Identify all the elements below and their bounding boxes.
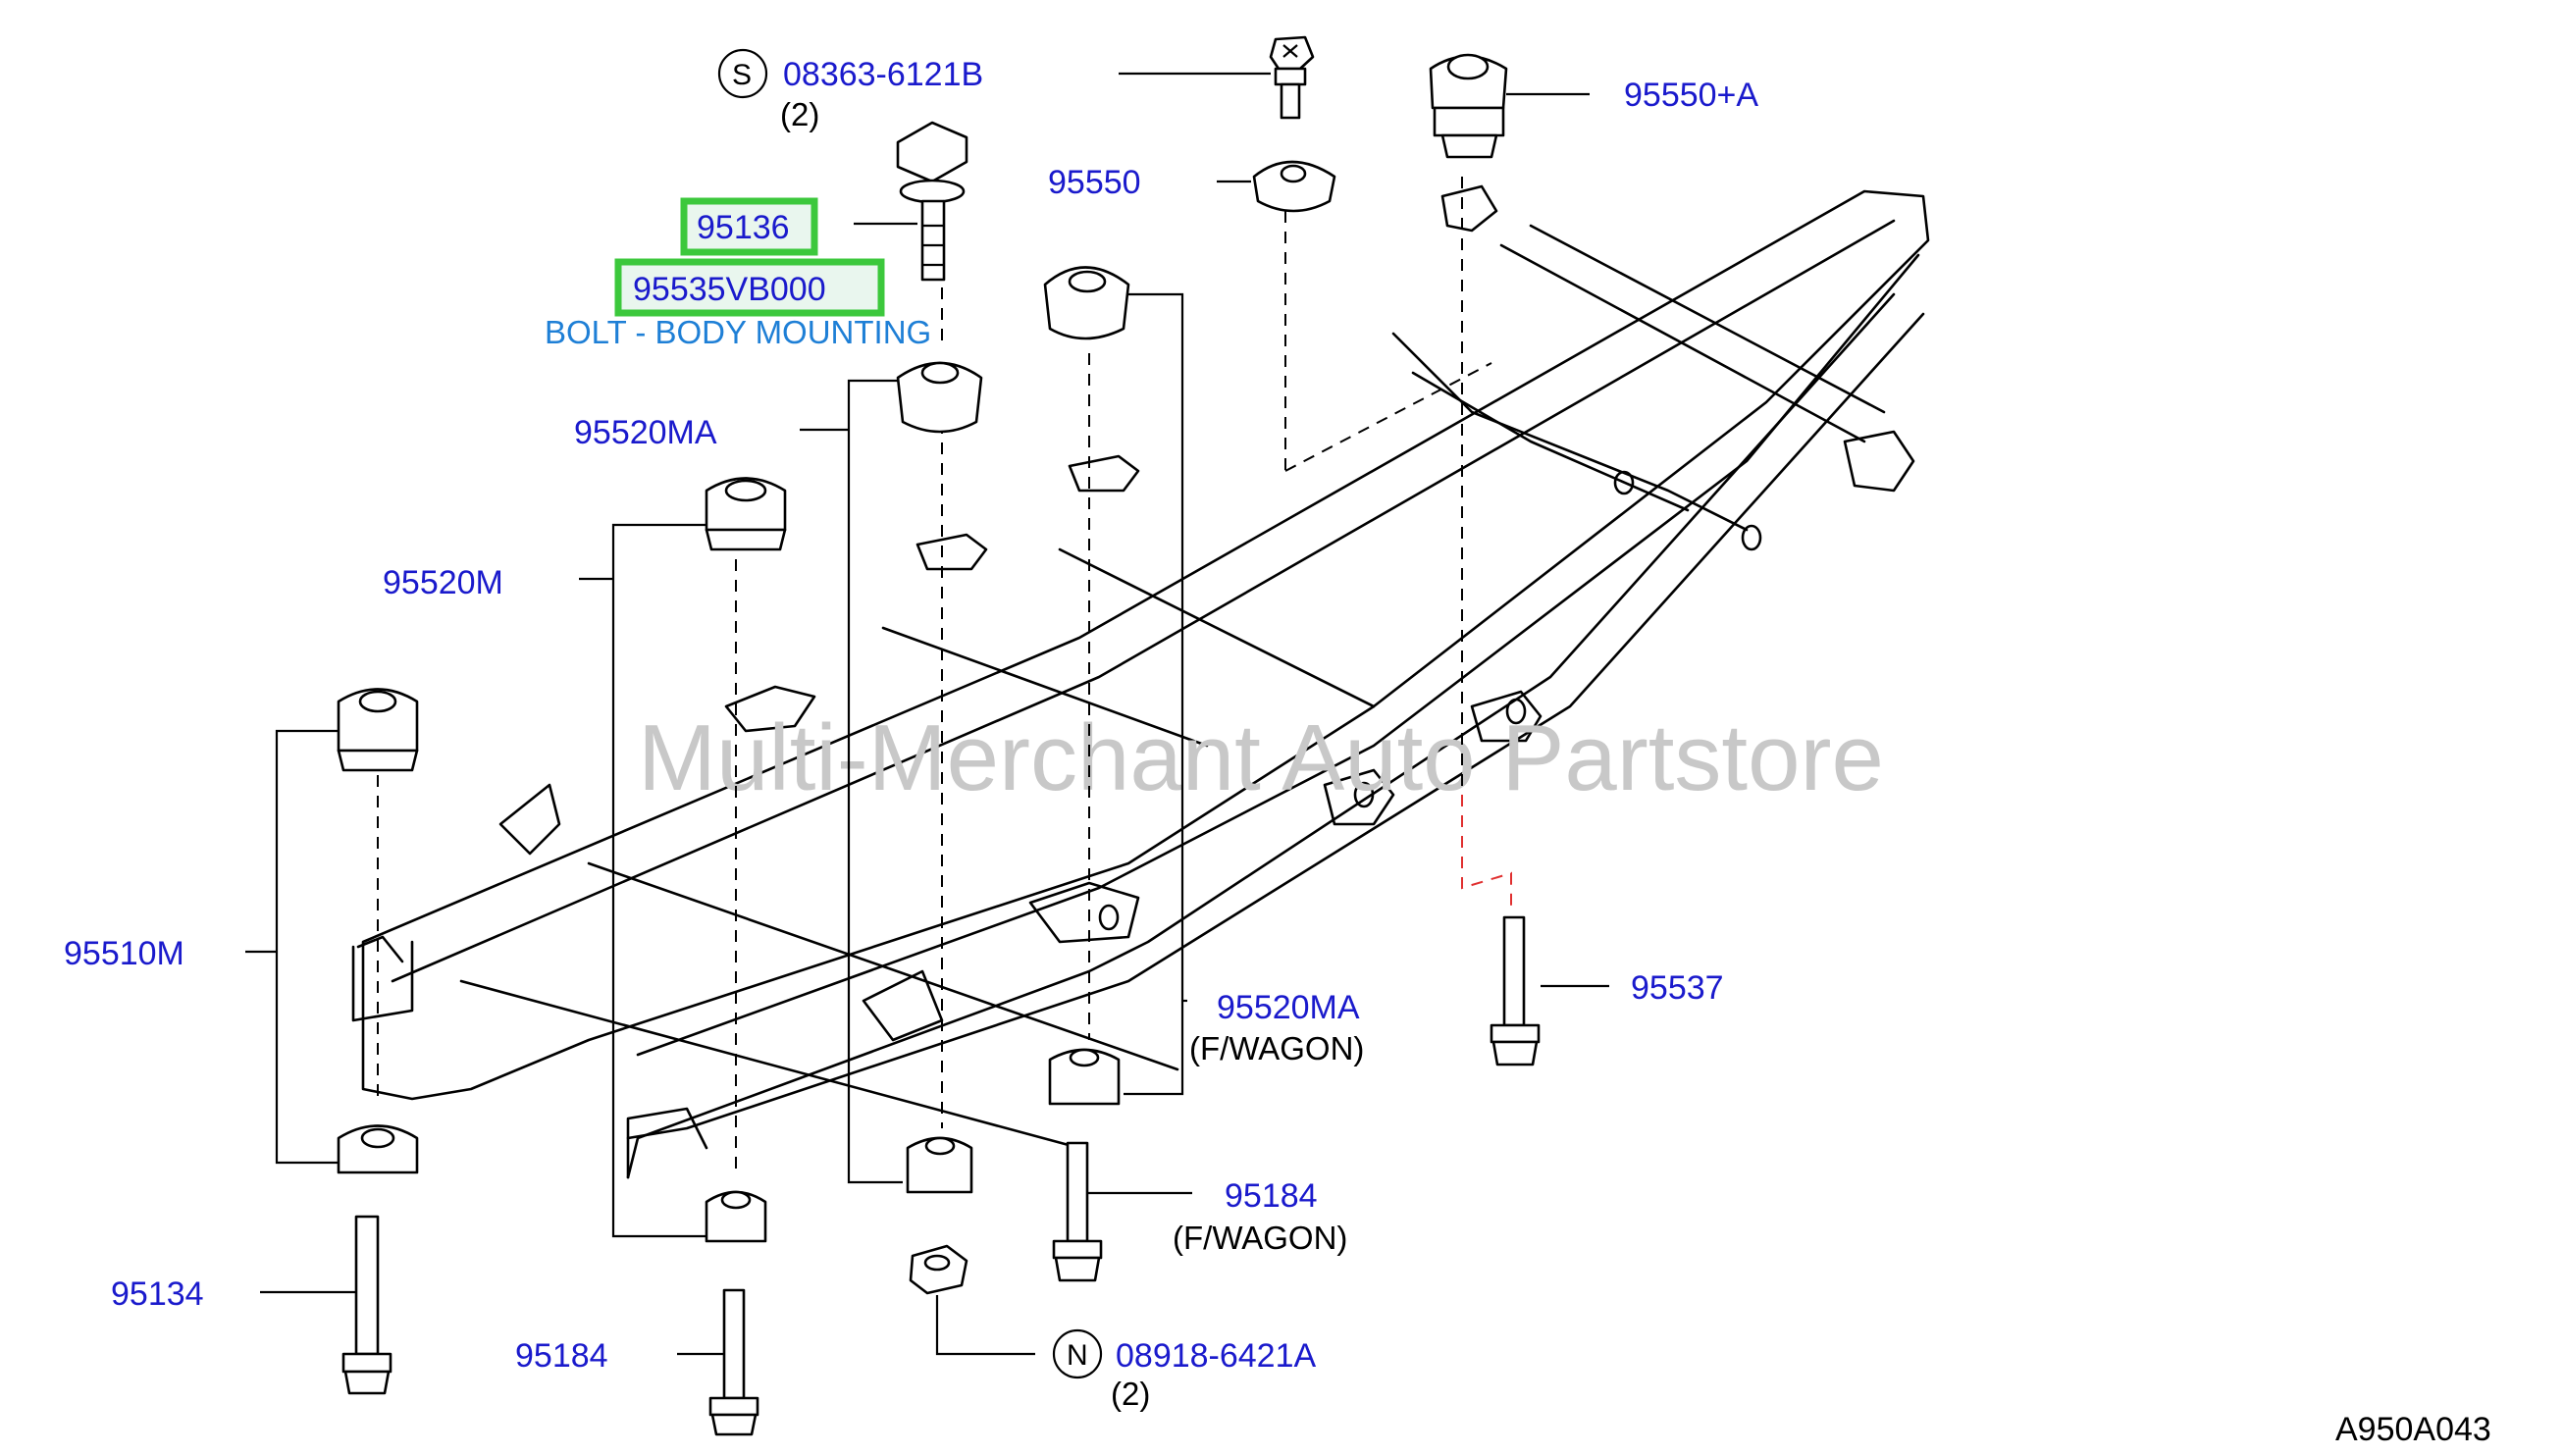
note-95184-fwagon: (F/WAGON) <box>1173 1220 1347 1256</box>
part-number-95535vb000[interactable]: 95535VB000 <box>633 271 826 308</box>
bolt-95537 <box>1490 915 1541 1066</box>
part-number-95134[interactable]: 95134 <box>111 1275 204 1313</box>
cushion-lower-95520ma-fwagon <box>1048 1048 1121 1106</box>
part-number-95550a[interactable]: 95550+A <box>1624 77 1758 114</box>
cushion-95510m-lower <box>337 1124 419 1174</box>
part-number-95520ma-fwagon[interactable]: 95520MA <box>1217 989 1360 1026</box>
part-number-95520ma-upper[interactable]: 95520MA <box>574 414 717 451</box>
highlight-95535vb000 <box>614 258 885 317</box>
bolt-08363 <box>1269 35 1315 120</box>
part-number-95537[interactable]: 95537 <box>1631 969 1724 1007</box>
cushion-95510m-upper <box>337 688 419 772</box>
leader-lines <box>245 72 1609 1356</box>
part-description-95535vb000: BOLT - BODY MOUNTING <box>545 314 931 350</box>
bolt-95184 <box>708 1288 759 1436</box>
symbol-n: N <box>1067 1339 1088 1372</box>
highlight-95136 <box>680 197 818 256</box>
part-number-08363[interactable]: 08363-6121B <box>783 56 983 93</box>
bolt-95184-fwagon <box>1052 1141 1103 1282</box>
cushion-95520ma-upper-right <box>1043 266 1130 340</box>
part-number-08918[interactable]: 08918-6421A <box>1116 1337 1317 1375</box>
part-number-95510m[interactable]: 95510M <box>64 935 184 972</box>
part-number-95520m[interactable]: 95520M <box>383 564 503 601</box>
bolt-95134 <box>341 1215 392 1395</box>
cushion-95520m-upper <box>705 477 787 551</box>
qty-08363: (2) <box>780 96 819 132</box>
chassis-frame <box>351 184 1930 1179</box>
part-number-95550[interactable]: 95550 <box>1048 164 1141 201</box>
callout-08918[interactable]: N 08918-6421A (2) <box>1052 1328 1317 1412</box>
bolt-95535vb000 <box>896 121 968 282</box>
cushion-lower-95520ma <box>906 1136 973 1194</box>
symbol-s: S <box>732 59 752 91</box>
diagram-code: A950A043 <box>2335 1411 2491 1448</box>
part-number-95184[interactable]: 95184 <box>515 1337 608 1375</box>
note-95520ma-fwagon: (F/WAGON) <box>1189 1030 1364 1066</box>
bushing-95550a <box>1429 53 1508 159</box>
watermark-text: Multi-Merchant Auto Partstore <box>638 705 1884 810</box>
washer-95550 <box>1252 160 1336 213</box>
nut-08918 <box>909 1244 968 1295</box>
parts <box>337 35 1541 1436</box>
callout-08363[interactable]: S 08363-6121B (2) <box>717 48 983 132</box>
cushion-lower-95520m <box>705 1190 767 1243</box>
part-number-95136[interactable]: 95136 <box>697 209 790 246</box>
part-number-95184-fwagon[interactable]: 95184 <box>1225 1177 1318 1215</box>
qty-08918: (2) <box>1111 1376 1150 1412</box>
cushion-95520ma-upper-left <box>896 361 983 434</box>
alignment-dashes <box>377 177 1512 1177</box>
